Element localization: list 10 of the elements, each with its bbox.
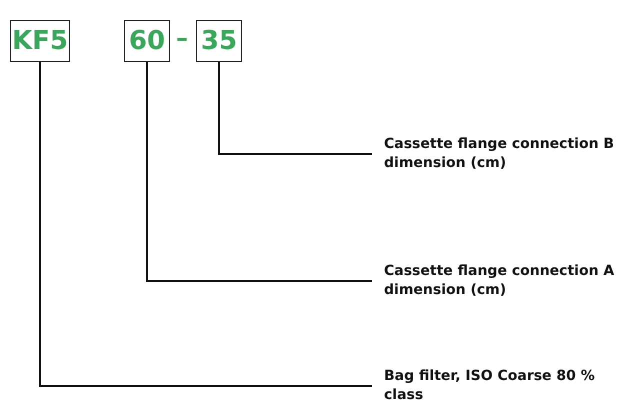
leader-line [39, 62, 372, 387]
code-segment-box: 35 [196, 20, 242, 62]
description-text: Bag filter, ISO Coarse 80 % class [384, 367, 616, 405]
code-segment-box: 60 [124, 20, 170, 62]
separator-dash: – [176, 24, 188, 52]
description-text: Cassette flange connection A dimension (cm) [384, 262, 616, 300]
code-segment-box: KF5 [10, 20, 70, 62]
leader-line [146, 62, 372, 282]
leader-line [218, 62, 372, 155]
description-text: Cassette flange connection B dimension (cm) [384, 135, 616, 173]
